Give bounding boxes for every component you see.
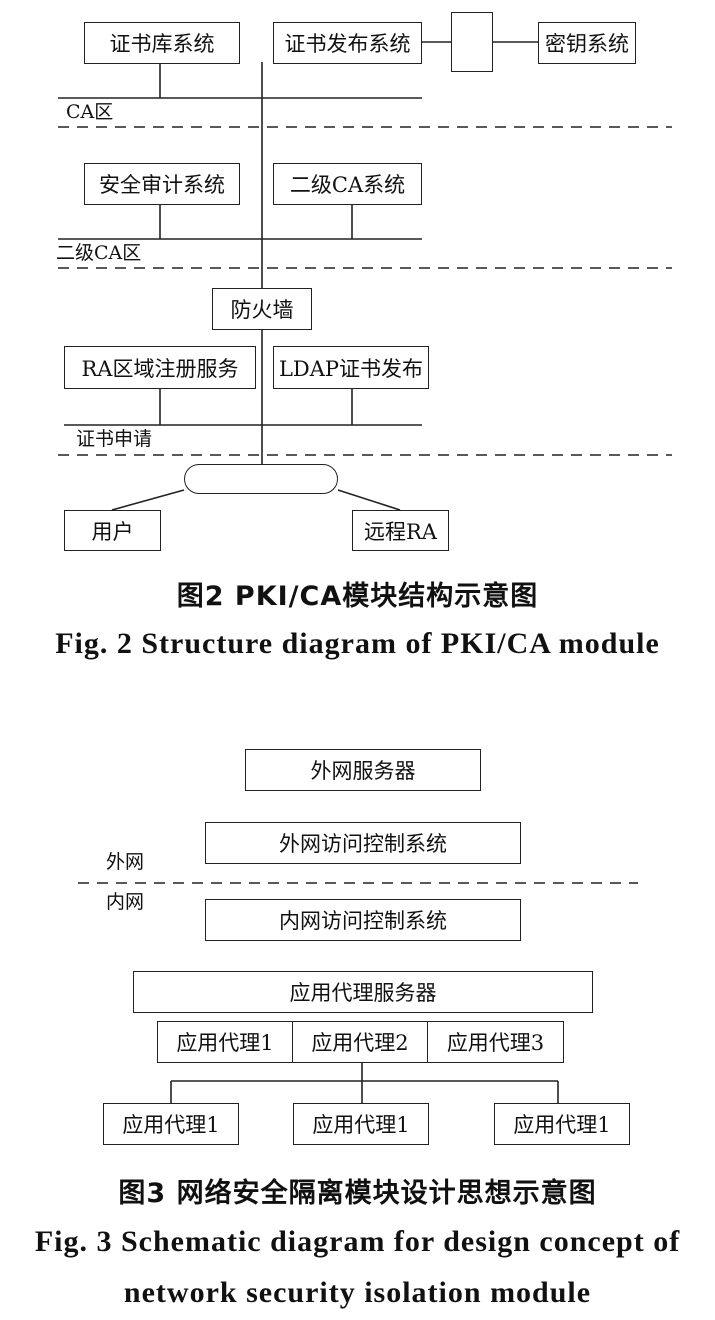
leaf-proxy-3-box: 应用代理1 bbox=[494, 1103, 630, 1145]
app-proxy-server-box: 应用代理服务器 bbox=[133, 971, 593, 1013]
external-access-control-box: 外网访问控制系统 bbox=[205, 822, 521, 864]
app-proxy-3-box: 应用代理3 bbox=[427, 1021, 564, 1063]
internal-access-control-box: 内网访问控制系统 bbox=[205, 899, 521, 941]
cert-apply-zone-label: 证书申请 bbox=[76, 428, 153, 450]
app-proxy-2-box: 应用代理2 bbox=[292, 1021, 428, 1063]
sub-ca-zone-label: 二级CA区 bbox=[56, 242, 142, 264]
connector-box bbox=[451, 12, 493, 72]
cert-db-box: 证书库系统 bbox=[84, 22, 240, 64]
ca-zone-label: CA区 bbox=[66, 101, 114, 123]
figure3-caption-en-line2: network security isolation module bbox=[123, 1276, 592, 1309]
figure2-caption-en: Fig. 2 Structure diagram of PKI/CA modul… bbox=[55, 627, 660, 660]
figure3-caption-cn: 图3 网络安全隔离模块设计思想示意图 bbox=[118, 1178, 597, 1209]
sub-ca-box: 二级CA系统 bbox=[273, 163, 422, 205]
key-system-box: 密钥系统 bbox=[538, 22, 636, 64]
cert-publish-box: 证书发布系统 bbox=[273, 22, 422, 64]
user-box: 用户 bbox=[64, 510, 161, 551]
external-zone-label: 外网 bbox=[106, 851, 145, 873]
figure3-caption-en-line1: Fig. 3 Schematic diagram for design conc… bbox=[34, 1225, 681, 1258]
leaf-proxy-2-box: 应用代理1 bbox=[293, 1103, 429, 1145]
app-proxy-1-box: 应用代理1 bbox=[157, 1021, 293, 1063]
ldap-publish-box: LDAP证书发布 bbox=[273, 346, 429, 389]
external-server-box: 外网服务器 bbox=[245, 749, 481, 791]
figure2-caption-cn: 图2 PKI/CA模块结构示意图 bbox=[176, 581, 539, 612]
ra-register-box: RA区域注册服务 bbox=[64, 346, 256, 389]
firewall-box: 防火墙 bbox=[212, 288, 312, 330]
remote-ra-box: 远程RA bbox=[352, 510, 449, 551]
network-bus-oval bbox=[184, 464, 338, 494]
audit-box: 安全审计系统 bbox=[84, 163, 240, 205]
leaf-proxy-1-box: 应用代理1 bbox=[103, 1103, 239, 1145]
internal-zone-label: 内网 bbox=[106, 891, 145, 913]
